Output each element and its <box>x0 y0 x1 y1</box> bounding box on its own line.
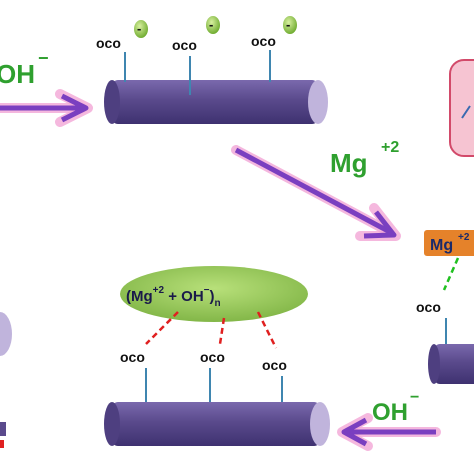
svg-text:+2: +2 <box>458 232 470 243</box>
left-edge-partial-marks <box>0 422 6 448</box>
mg-ion-label: Mg <box>330 148 368 178</box>
carboxyl-label-top-3: oco <box>251 33 276 49</box>
polymer-rod-top <box>104 80 328 124</box>
carboxyl-label-bottom-2: oco <box>200 349 225 365</box>
svg-text:(Mg+2 + OH−)n: (Mg+2 + OH−)n <box>126 285 221 309</box>
polymer-rod-right-partial <box>428 344 474 384</box>
negative-charge-bead-3: - <box>283 16 297 34</box>
bond-bottom-2 <box>218 317 226 345</box>
oh-charge-top: − <box>38 48 49 68</box>
rod-end-left-partial <box>0 312 12 356</box>
oh-charge-bottom: − <box>410 389 419 406</box>
mg-ion-charge: +2 <box>381 139 399 156</box>
svg-text:-: - <box>137 21 141 36</box>
oh-label-top: OH <box>0 59 35 89</box>
negative-charge-bead-2: - <box>206 16 220 34</box>
carboxyl-label-top-1: oco <box>96 35 121 51</box>
svg-text:-: - <box>209 17 213 32</box>
arrow-to-mg-binding <box>231 145 401 241</box>
svg-text:Mg: Mg <box>430 237 453 254</box>
arrow-to-top-rod <box>0 89 93 127</box>
negative-charge-bead-1: - <box>134 20 148 38</box>
polymer-rod-bottom <box>104 402 330 446</box>
mg-badge: Mg +2 <box>424 230 474 256</box>
bond-bottom-1 <box>145 311 179 345</box>
carboxyl-label-bottom-3: oco <box>262 357 287 373</box>
arrow-to-bottom-rod <box>337 413 441 451</box>
mg-hydroxide-complex: (Mg+2 + OH−)n <box>120 266 308 322</box>
carboxyl-label-right: oco <box>416 299 441 315</box>
svg-text:-: - <box>286 17 290 32</box>
bond-mg-right <box>442 257 460 291</box>
oh-label-bottom: OH <box>372 399 408 426</box>
next-step-box-partial <box>449 59 474 157</box>
carboxyl-label-bottom-1: oco <box>120 349 145 365</box>
carboxyl-label-top-2: oco <box>172 37 197 53</box>
bond-bottom-3 <box>256 311 278 349</box>
